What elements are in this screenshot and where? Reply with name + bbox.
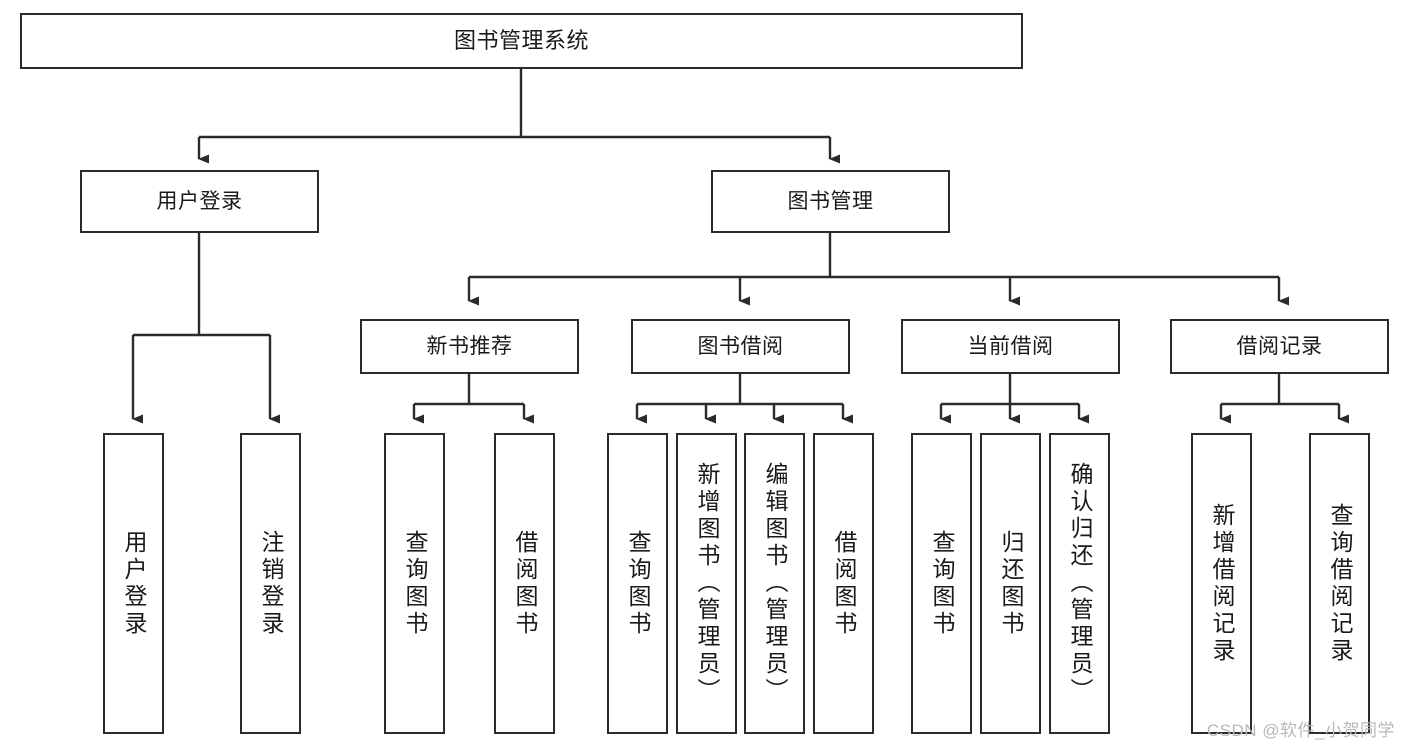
leaf-current-borrow-return-label: 归还图书 <box>998 529 1024 638</box>
leaf-book-borrow-add-label: 新增图书（管理员） <box>694 462 720 705</box>
leaf-book-borrow-borrow[interactable]: 借阅图书 <box>813 433 874 734</box>
leaf-book-borrow-edit[interactable]: 编辑图书（管理员） <box>744 433 805 734</box>
leaf-book-borrow-query[interactable]: 查询图书 <box>607 433 668 734</box>
leaf-user-login-logout-label: 注销登录 <box>258 529 284 638</box>
node-book-management-label: 图书管理 <box>787 189 874 213</box>
node-book-borrow-label: 图书借阅 <box>697 334 784 358</box>
node-user-login[interactable]: 用户登录 <box>80 170 319 233</box>
leaf-current-borrow-query[interactable]: 查询图书 <box>911 433 972 734</box>
leaf-book-borrow-add[interactable]: 新增图书（管理员） <box>676 433 737 734</box>
node-current-borrow[interactable]: 当前借阅 <box>901 319 1120 374</box>
node-book-borrow[interactable]: 图书借阅 <box>631 319 850 374</box>
leaf-book-borrow-edit-label: 编辑图书（管理员） <box>762 462 788 705</box>
node-borrow-record[interactable]: 借阅记录 <box>1170 319 1389 374</box>
node-root-label: 图书管理系统 <box>453 27 589 53</box>
leaf-borrow-record-add[interactable]: 新增借阅记录 <box>1191 433 1252 734</box>
leaf-book-borrow-borrow-label: 借阅图书 <box>831 529 857 638</box>
leaf-user-login-login-label: 用户登录 <box>121 529 147 638</box>
watermark-text: CSDN @软件_小贺同学 <box>1206 721 1395 740</box>
node-new-book-recommend-label: 新书推荐 <box>426 334 513 358</box>
leaf-new-book-borrow[interactable]: 借阅图书 <box>494 433 555 734</box>
leaf-borrow-record-add-label: 新增借阅记录 <box>1209 502 1235 665</box>
node-book-management[interactable]: 图书管理 <box>711 170 950 233</box>
node-new-book-recommend[interactable]: 新书推荐 <box>360 319 579 374</box>
leaf-current-borrow-confirm[interactable]: 确认归还（管理员） <box>1049 433 1110 734</box>
node-user-login-label: 用户登录 <box>156 189 243 213</box>
leaf-borrow-record-query-label: 查询借阅记录 <box>1327 502 1353 665</box>
leaf-book-borrow-query-label: 查询图书 <box>625 529 651 638</box>
leaf-current-borrow-query-label: 查询图书 <box>929 529 955 638</box>
leaf-user-login-logout[interactable]: 注销登录 <box>240 433 301 734</box>
leaf-user-login-login[interactable]: 用户登录 <box>103 433 164 734</box>
leaf-new-book-borrow-label: 借阅图书 <box>512 529 538 638</box>
node-root[interactable]: 图书管理系统 <box>20 13 1023 69</box>
leaf-current-borrow-confirm-label: 确认归还（管理员） <box>1067 462 1093 705</box>
leaf-borrow-record-query[interactable]: 查询借阅记录 <box>1309 433 1370 734</box>
node-borrow-record-label: 借阅记录 <box>1236 334 1323 358</box>
leaf-current-borrow-return[interactable]: 归还图书 <box>980 433 1041 734</box>
leaf-new-book-query[interactable]: 查询图书 <box>384 433 445 734</box>
leaf-new-book-query-label: 查询图书 <box>402 529 428 638</box>
node-current-borrow-label: 当前借阅 <box>967 334 1054 358</box>
